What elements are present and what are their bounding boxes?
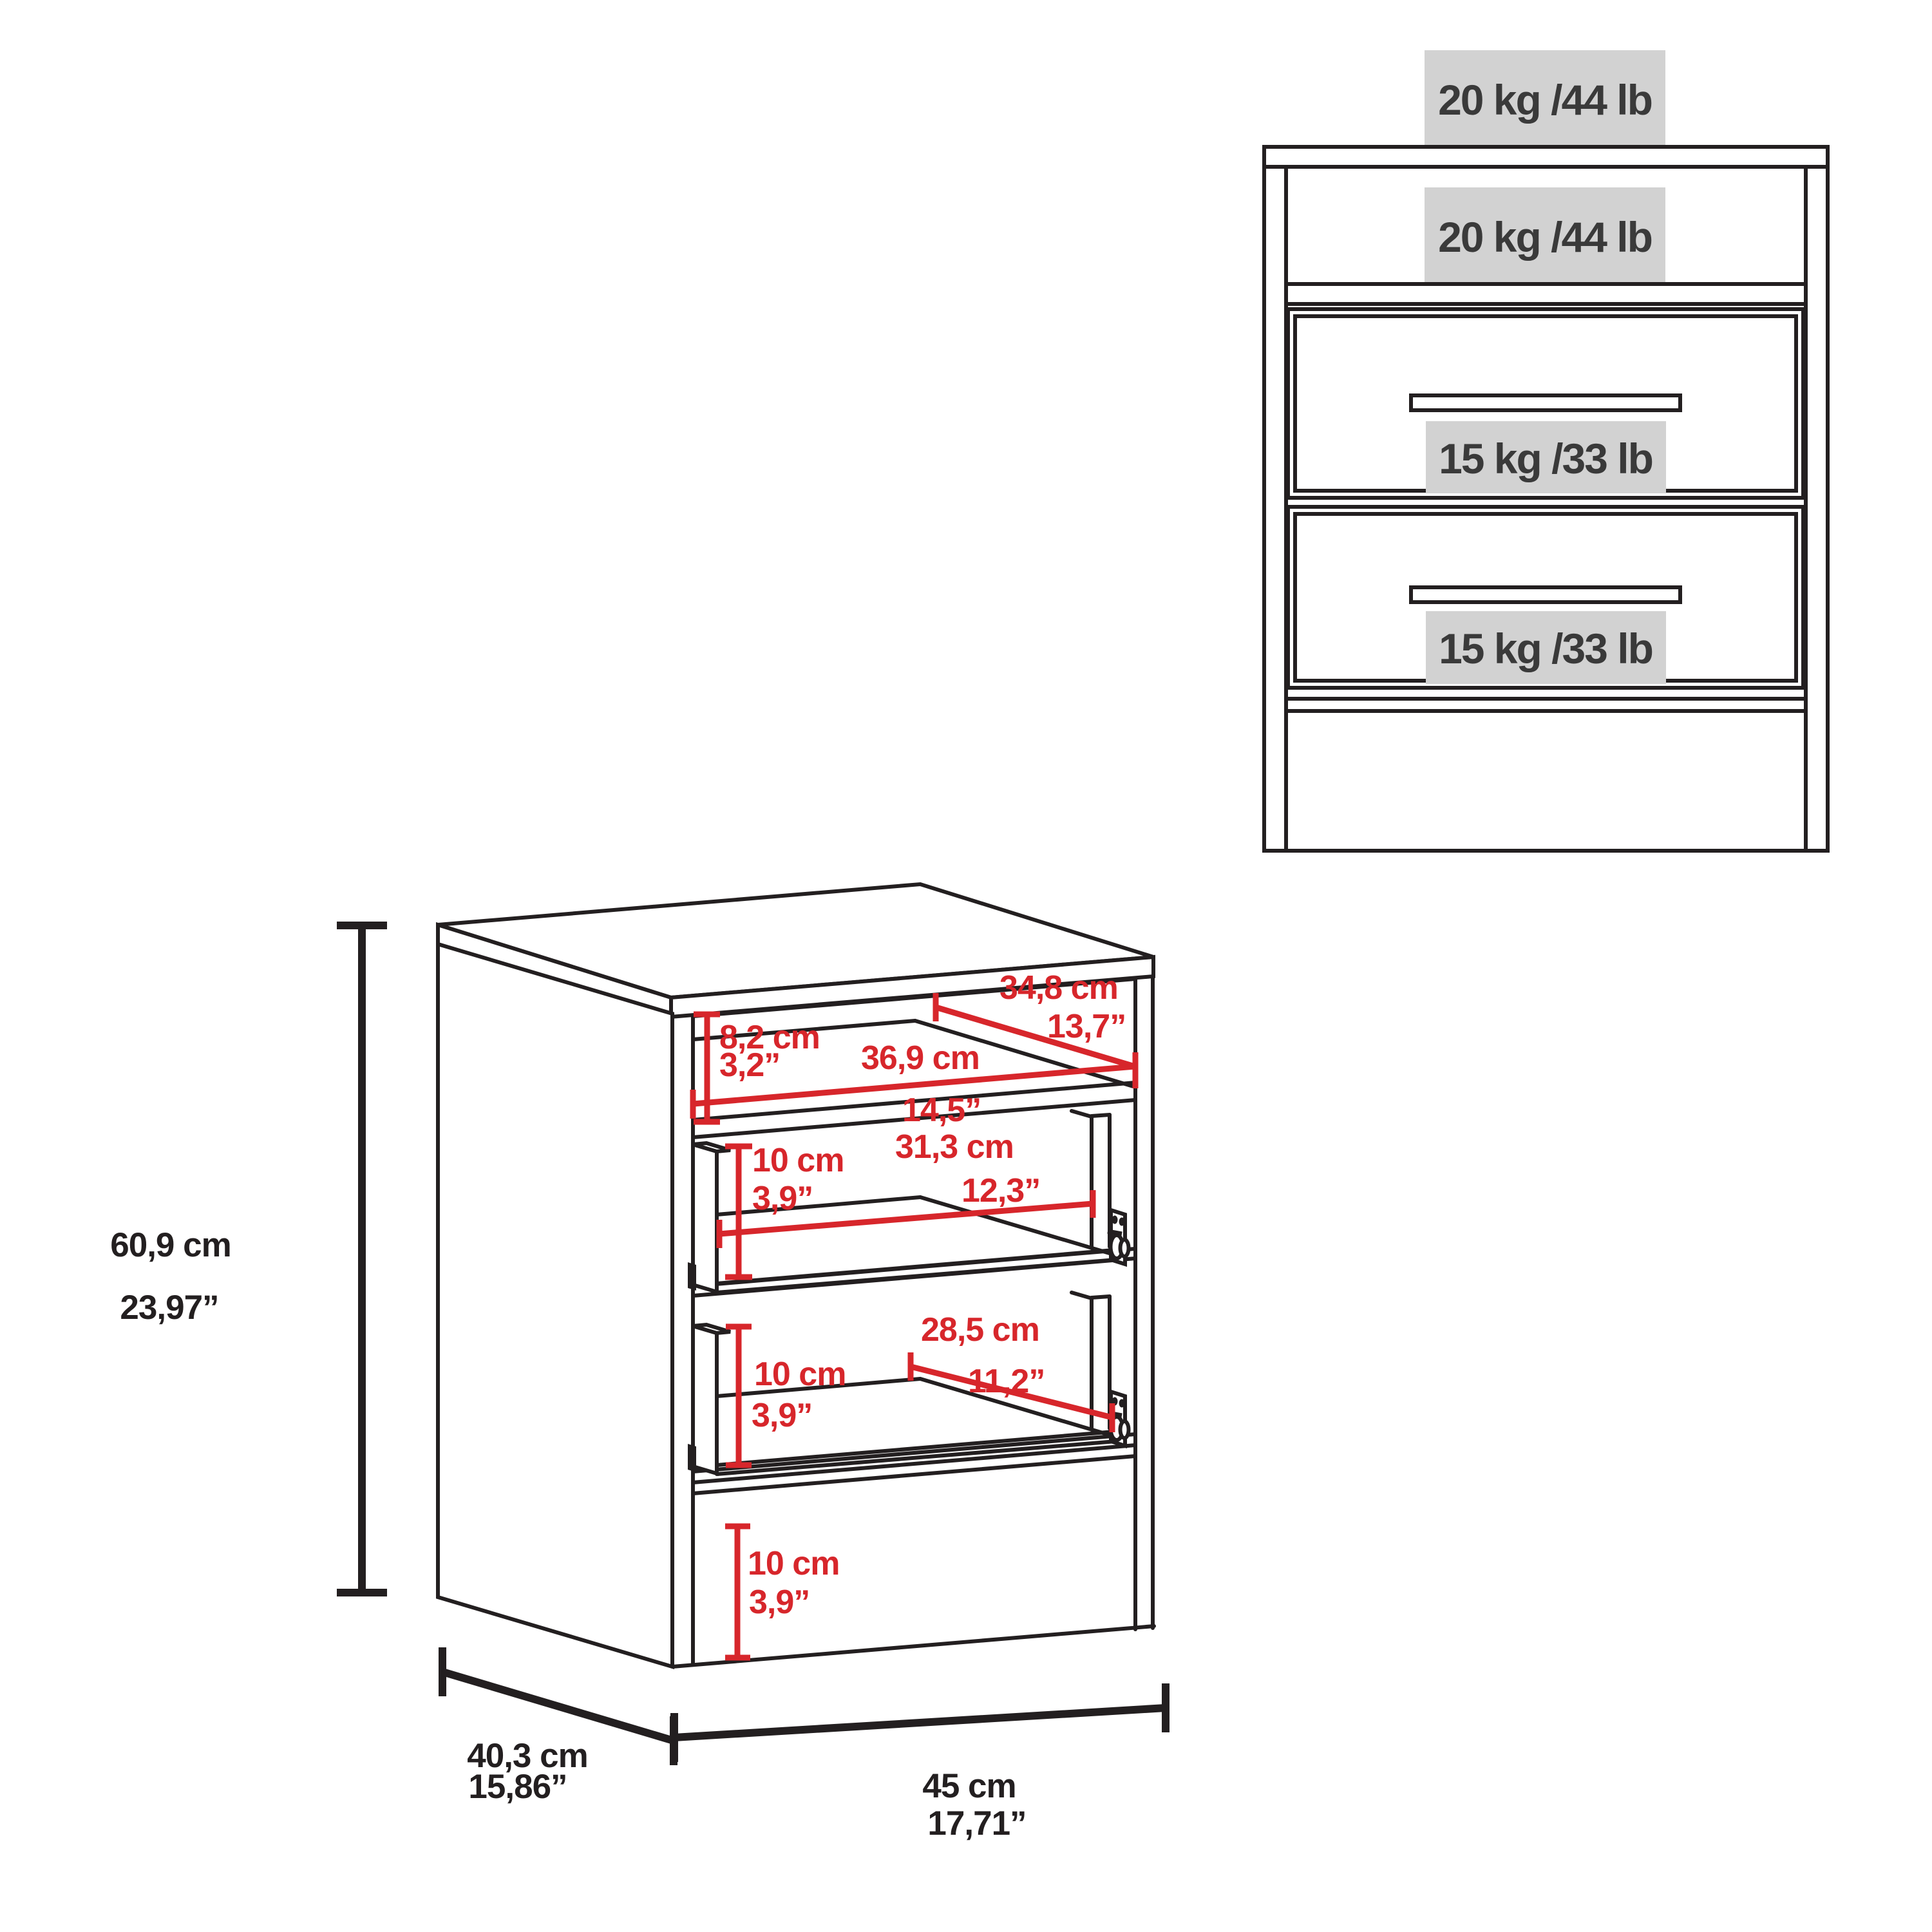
iso-drawer1-left-panel-top [692, 1141, 731, 1154]
label-base-h-in: 3,9” [749, 1584, 810, 1621]
iso-drawer1-left-panel [691, 1141, 719, 1295]
iso-drawer2-back-top-edge [715, 1377, 922, 1398]
front-drawer2-outer [1286, 505, 1805, 690]
dim-shelf-w-line [693, 1063, 1135, 1107]
iso-view: 8,2 cm 3,2” 36,9 cm 14,5” 34,8 cm 13,7” … [110, 882, 1170, 1842]
label-width-in: 17,71” [927, 1804, 1026, 1842]
iso-drawer1-roller-b [1118, 1238, 1131, 1258]
dim-depth-line [441, 1668, 675, 1745]
label-depth-cm: 40,3 cm [467, 1737, 587, 1775]
iso-drawer2-screw-b [1119, 1399, 1125, 1408]
load-label-bg-drawer2 [1426, 611, 1666, 684]
iso-drawer2 [688, 1291, 1131, 1477]
front-drawer1-handle [1409, 393, 1682, 412]
iso-drawer2-right-panel-join [1090, 1294, 1112, 1300]
front-left-wall [1262, 165, 1288, 853]
iso-red-dimensions [690, 993, 1139, 1661]
label-depth-in: 15,86” [468, 1768, 567, 1806]
load-label-bg-shelf [1425, 187, 1665, 283]
iso-drawer1-bottom-rim-top [715, 1248, 1116, 1285]
load-label-bg-drawer1 [1426, 421, 1666, 493]
front-right-wall [1804, 165, 1830, 853]
label-d2-h-in: 3,9” [752, 1397, 812, 1434]
label-d2-d-in: 11,2” [968, 1363, 1045, 1400]
iso-drawer2-left-panel [691, 1323, 719, 1477]
front-drawer2-handle [1409, 585, 1682, 604]
label-shelf-w-in: 14,5” [902, 1092, 981, 1129]
iso-drawer1-back-top-edge [715, 1195, 922, 1217]
label-total-h-cm: 60,9 cm [110, 1226, 231, 1264]
load-label-shelf: 20 kg /44 lb [1438, 213, 1652, 261]
label-shelf-w-cm: 36,9 cm [861, 1039, 980, 1077]
iso-drawer1-right-panel-join [1090, 1113, 1112, 1118]
front-drawer1-outer [1286, 307, 1805, 500]
iso-drawer2-left-slide [688, 1444, 696, 1472]
dim-shelf-d-line [934, 1004, 1136, 1070]
dim-d2-d-line [909, 1363, 1113, 1421]
dim-width-line [674, 1704, 1166, 1741]
iso-back-top-edge [691, 1019, 917, 1041]
iso-drawer2-bottom-rim-bottom [715, 1439, 1118, 1476]
label-d1-w-in: 12,3” [961, 1172, 1040, 1209]
iso-drawer1 [688, 1109, 1131, 1295]
iso-drawer1-screw-b [1119, 1217, 1125, 1226]
label-shelf-d-cm: 34,8 cm [999, 969, 1118, 1007]
iso-bottom-front-edge [670, 1624, 1156, 1669]
iso-red-labels: 8,2 cm 3,2” 36,9 cm 14,5” 34,8 cm 13,7” … [719, 969, 1126, 1621]
label-d1-w-cm: 31,3 cm [895, 1128, 1014, 1166]
iso-drawer1-screw-a [1112, 1215, 1118, 1224]
load-label-top: 20 kg /44 lb [1438, 76, 1652, 124]
iso-black-dimensions: 60,9 cm 23,97” 40,3 cm 15,86” 45 cm 17,7… [110, 922, 1170, 1842]
front-view: 20 kg /44 lb 20 kg /44 lb 15 kg /33 lb 1… [1262, 50, 1830, 853]
front-top-panel [1262, 145, 1830, 169]
iso-drawer2-left-panel-top [692, 1322, 731, 1336]
label-base-h-cm: 10 cm [748, 1545, 839, 1582]
iso-drawer1-left-slide [688, 1262, 696, 1291]
iso-drawer2-slide-rail [918, 1377, 1113, 1437]
iso-divider2-middle [691, 1443, 1137, 1484]
load-label-drawer2: 15 kg /33 lb [1439, 625, 1653, 672]
load-label-bg-top [1425, 50, 1665, 146]
iso-drawer1-bottom-rim-bottom [715, 1258, 1118, 1294]
iso-drawer1-slide-rail [918, 1195, 1113, 1256]
label-shelf-h-cm: 8,2 cm [719, 1019, 820, 1056]
iso-drawer1-slide-bar [1107, 1229, 1122, 1236]
iso-divider2-bottom [691, 1454, 1137, 1495]
label-d2-h-cm: 10 cm [754, 1356, 846, 1393]
iso-right-top-interior-edge [913, 1019, 1137, 1089]
iso-shelf-bottom-edge [691, 1098, 1137, 1139]
label-d1-h-cm: 10 cm [752, 1142, 844, 1179]
label-shelf-d-in: 13,7” [1047, 1008, 1126, 1045]
iso-drawer2-bottom-rim-top [715, 1430, 1116, 1467]
iso-opening-top-edge [691, 977, 1137, 1018]
label-d2-d-cm: 28,5 cm [921, 1311, 1039, 1349]
iso-shelf-top-edge [691, 1081, 1137, 1122]
load-label-drawer1: 15 kg /33 lb [1439, 435, 1653, 482]
label-total-h-in: 23,97” [120, 1289, 218, 1327]
iso-drawer1-right-panel-top [1070, 1109, 1094, 1119]
label-width-cm: 45 cm [922, 1767, 1016, 1805]
iso-left-wall-face [436, 941, 674, 1670]
iso-divider2-top [691, 1432, 1137, 1473]
label-d1-h-in: 3,9” [752, 1180, 813, 1217]
label-shelf-h-in: 3,2” [719, 1046, 780, 1084]
iso-drawer2-roller-b [1118, 1419, 1131, 1440]
iso-drawer2-right-panel-top [1070, 1291, 1094, 1300]
dim-d1-w-line [719, 1200, 1094, 1237]
